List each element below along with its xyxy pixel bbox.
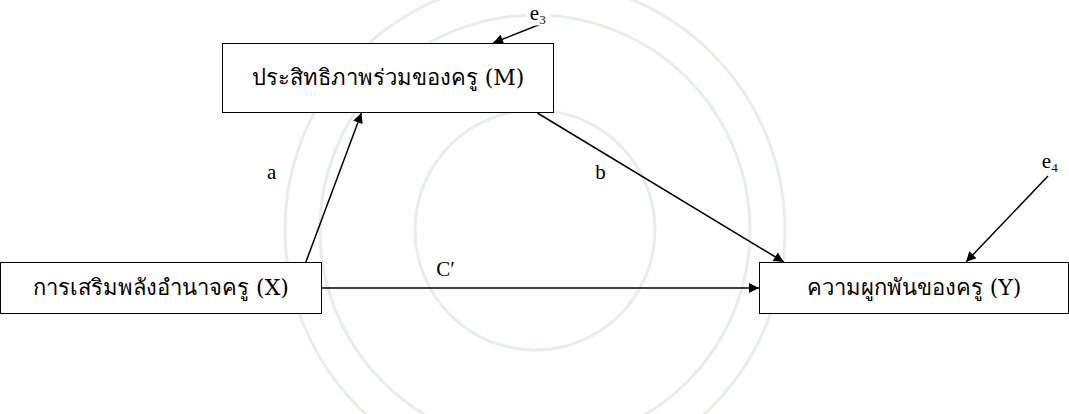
- path-label: a: [264, 161, 279, 184]
- variable-box: การเสริมพลังอำนาจครู (X): [0, 262, 322, 314]
- variable-box: ประสิทธิภาพร่วมของครู (M): [222, 43, 554, 113]
- variable-name: ประสิทธิภาพร่วมของครู (M): [252, 65, 525, 91]
- error-term: e₄: [1039, 150, 1062, 173]
- path-arrow: [322, 287, 759, 289]
- variable-name: การเสริมพลังอำนาจครู (X): [33, 275, 289, 301]
- error-term: e₃: [527, 2, 550, 25]
- edge-group: [306, 113, 784, 288]
- variable-box: ความผูกพันของครู (Y): [759, 262, 1069, 314]
- path-label: C′: [433, 258, 458, 281]
- error-arrow: [493, 22, 546, 43]
- error-arrow: [966, 176, 1048, 262]
- path-arrow: [537, 113, 783, 262]
- path-label: b: [592, 161, 609, 184]
- variable-name: ความผูกพันของครู (Y): [807, 275, 1022, 301]
- path-arrow: [306, 113, 362, 262]
